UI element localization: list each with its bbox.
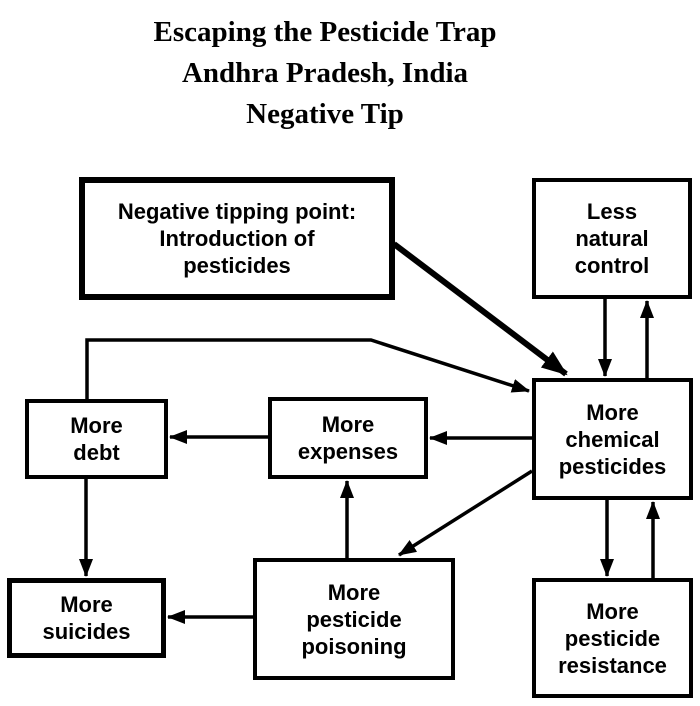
edge-debt-to-chemical-pesticides bbox=[85, 338, 530, 399]
node-more-pesticide-resistance: More pesticide resistance bbox=[532, 578, 693, 698]
node-more-pesticide-poisoning: More pesticide poisoning bbox=[253, 558, 455, 680]
node-more-chemical-pesticides: More chemical pesticides bbox=[532, 378, 693, 500]
node-negative-tipping-point: Negative tipping point: Introduction of … bbox=[79, 177, 395, 300]
node-more-suicides: More suicides bbox=[7, 578, 166, 658]
diagram-title: Escaping the Pesticide Trap Andhra Prade… bbox=[0, 12, 650, 135]
title-line-3: Negative Tip bbox=[246, 98, 404, 130]
node-less-natural-control: Less natural control bbox=[532, 178, 692, 299]
title-line-1: Escaping the Pesticide Trap bbox=[153, 16, 497, 48]
title-line-2: Andhra Pradesh, India bbox=[181, 57, 469, 89]
node-more-debt: More debt bbox=[25, 399, 168, 479]
node-more-expenses: More expenses bbox=[268, 397, 428, 479]
edge-tipping-to-chemical-pesticides bbox=[392, 241, 568, 377]
edge-chemical-pesticides-to-poisoning bbox=[398, 469, 533, 557]
